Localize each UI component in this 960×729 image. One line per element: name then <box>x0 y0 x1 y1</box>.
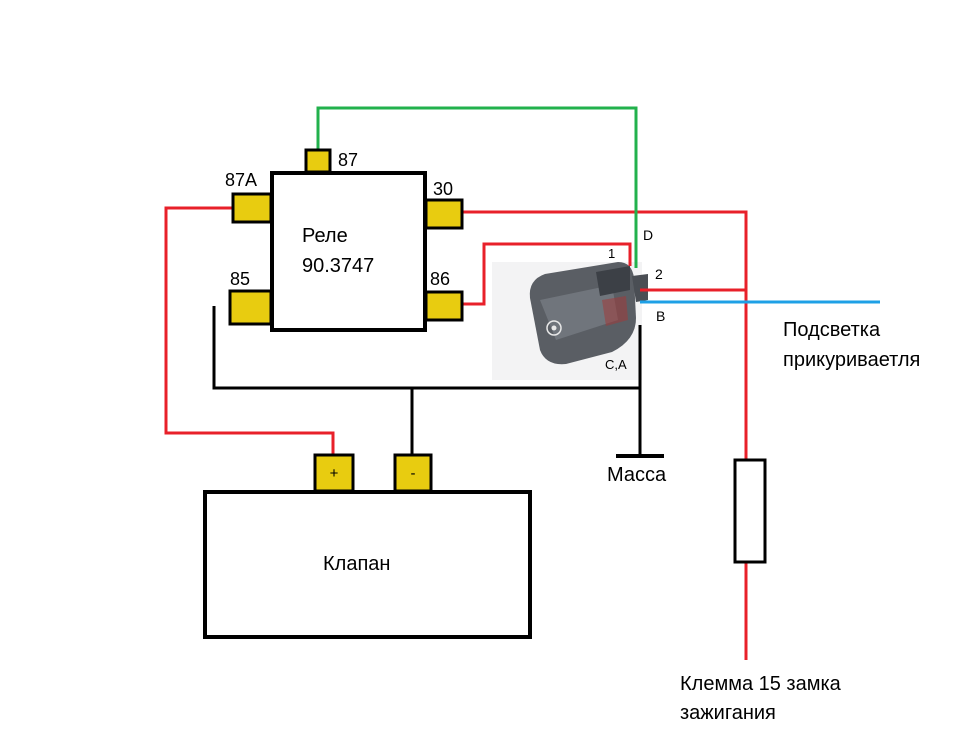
pin-85-terminal <box>228 289 273 326</box>
valve-plus-terminal <box>313 453 355 493</box>
wire-30-to-ignition <box>462 210 748 460</box>
pin-86-terminal <box>424 290 464 322</box>
pin-87-label: 87 <box>338 150 358 170</box>
switch-picture <box>492 262 648 380</box>
valve: + - Клапан <box>203 453 532 639</box>
pin-86-label: 86 <box>430 269 450 289</box>
wire-87a-to-valve-plus <box>164 206 335 455</box>
ground-bus <box>212 306 642 390</box>
backlight-label-line1: Подсветка <box>783 319 881 341</box>
wire-86-to-switch <box>462 242 632 306</box>
ignition-label-line2: зажигания <box>680 702 776 724</box>
valve-body <box>203 490 532 639</box>
ignition-label-line1: Клемма 15 замка <box>680 673 842 695</box>
relay-body <box>270 171 427 332</box>
valve-plus-label: + <box>330 465 339 482</box>
pin-30-terminal <box>424 198 464 230</box>
red-wires <box>164 206 748 660</box>
pin-85-label: 85 <box>230 269 250 289</box>
ground-wires <box>212 306 664 458</box>
switch-pin-b: B <box>656 308 665 324</box>
fuse <box>733 458 767 564</box>
ground-label: Масса <box>607 464 667 486</box>
switch-pin-ca: C,A <box>605 357 627 372</box>
relay: Реле 90.3747 87 87A 30 85 86 <box>225 148 464 332</box>
wire-87-to-switch-d <box>316 106 638 268</box>
pin-87-terminal <box>304 148 332 174</box>
pin-87a-terminal <box>231 192 273 224</box>
switch-labels: D 1 2 B C,A <box>605 227 665 372</box>
valve-minus-terminal <box>393 453 433 493</box>
valve-label: Клапан <box>323 553 390 575</box>
pin-30-label: 30 <box>433 179 453 199</box>
switch-pin-1: 1 <box>608 246 615 261</box>
switch-pin-2: 2 <box>655 266 663 282</box>
relay-title-line2: 90.3747 <box>302 255 374 277</box>
switch-pin-d: D <box>643 227 653 243</box>
relay-title-line1: Реле <box>302 225 348 247</box>
pin-87a-label: 87A <box>225 170 257 190</box>
backlight-label-line2: прикуриваетля <box>783 349 920 371</box>
valve-minus-label: - <box>411 465 416 482</box>
